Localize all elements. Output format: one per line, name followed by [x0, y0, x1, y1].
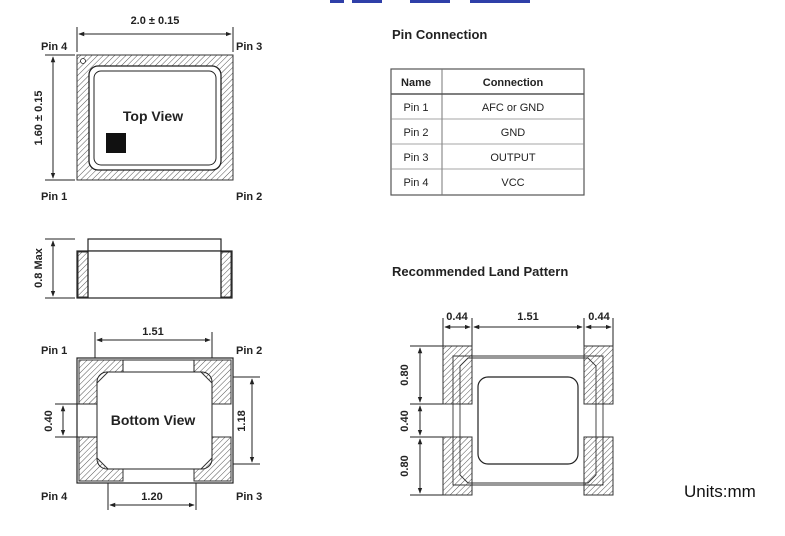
bottom-view: 1.51 Bottom View 0.40 1.18 1.20 Pin 1 Pi…: [41, 326, 262, 510]
land-top-dim-middle: 1.51: [517, 311, 538, 323]
land-left-dim-top: 0.80: [399, 364, 411, 385]
table-header-connection: Connection: [483, 77, 544, 89]
pin-connection-section: Pin Connection Name Connection Pin 1 AFC…: [390, 27, 585, 196]
bottom-view-label: Bottom View: [111, 412, 196, 428]
pin-connection-table: Name Connection Pin 1 AFC or GND Pin 2 G…: [390, 68, 585, 196]
top-view: 2.0 ± 0.15 1.60 ± 0.15 Top View Pin 4 Pi…: [33, 15, 262, 203]
top-pin3-label: Pin 3: [236, 41, 262, 53]
land-top-dim-left: 0.44: [446, 311, 468, 323]
side-view: 0.8 Max: [33, 238, 233, 299]
table-cell: Pin 2: [403, 127, 428, 139]
bottom-left-dim: 0.40: [43, 410, 55, 431]
cropped-heading: [330, 0, 530, 3]
bottom-top-dim: 1.51: [142, 326, 163, 338]
pin1-marker: [106, 133, 126, 153]
land-left-dim-bottom: 0.80: [399, 455, 411, 476]
table-cell: GND: [501, 127, 526, 139]
land-left-dim-middle: 0.40: [399, 410, 411, 431]
bottom-pin3-label: Pin 3: [236, 491, 262, 503]
pin-connection-title: Pin Connection: [392, 27, 487, 42]
units-label: Units:mm: [684, 482, 756, 501]
top-width-dim: 2.0 ± 0.15: [131, 15, 180, 27]
table-cell: Pin 3: [403, 152, 428, 164]
bottom-pin4-label: Pin 4: [41, 491, 68, 503]
table-cell: Pin 1: [403, 102, 428, 114]
land-pad: [442, 345, 473, 405]
land-pattern-title: Recommended Land Pattern: [392, 264, 568, 279]
side-height-dim: 0.8 Max: [33, 247, 45, 288]
bottom-right-dim: 1.18: [236, 410, 248, 431]
top-height-dim: 1.60 ± 0.15: [33, 91, 45, 146]
bottom-pin2-label: Pin 2: [236, 345, 262, 357]
top-pin2-label: Pin 2: [236, 191, 262, 203]
top-pin1-label: Pin 1: [41, 191, 67, 203]
land-pad: [583, 345, 614, 405]
table-cell: VCC: [501, 177, 524, 189]
table-cell: AFC or GND: [482, 102, 544, 114]
top-pin4-label: Pin 4: [41, 41, 68, 53]
top-view-label: Top View: [123, 108, 183, 124]
land-pattern-section: Recommended Land Pattern 0.44 1.51 0.44 …: [392, 264, 614, 496]
land-pad: [583, 436, 614, 496]
bottom-pin1-label: Pin 1: [41, 345, 67, 357]
table-header-name: Name: [401, 77, 431, 89]
land-pad: [442, 436, 473, 496]
bottom-bottom-dim: 1.20: [141, 491, 162, 503]
land-top-dim-right: 0.44: [588, 311, 610, 323]
table-cell: OUTPUT: [490, 152, 536, 164]
table-cell: Pin 4: [403, 177, 428, 189]
